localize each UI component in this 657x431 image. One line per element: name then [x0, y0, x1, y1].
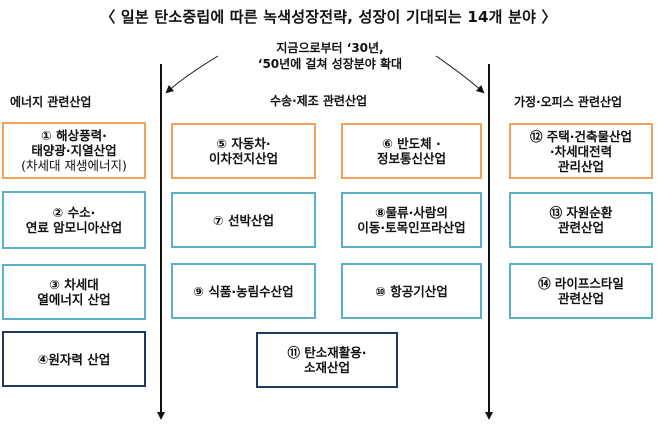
- column-header-transport: 수송·제조 관련산업: [270, 94, 368, 108]
- box-1-line-2: 태양광·지열산업: [31, 143, 117, 158]
- column-header-home: 가정·오피스 관련산업: [514, 95, 623, 109]
- box-8-line-2: 이동·토목인프라산업: [357, 220, 466, 235]
- industry-box-2: ② 수소· 연료 암모니아산업: [2, 191, 146, 249]
- box-2-line-1: ② 수소·: [52, 205, 96, 220]
- industry-box-3: ③ 차세대 열에너지 산업: [2, 264, 146, 320]
- industry-box-10: ⑩ 항공기산업: [341, 263, 482, 319]
- box-6-line-2: 정보통신산업: [376, 151, 446, 166]
- industry-box-8: ⑧물류·사람의 이동·토목인프라산업: [341, 192, 482, 248]
- industry-box-4: ④원자력 산업: [2, 331, 146, 387]
- column-header-energy: 에너지 관련산업: [10, 95, 92, 109]
- box-11-line-1: ⑪ 탄소재활용·: [287, 345, 367, 360]
- box-3-line-2: 열에너지 산업: [37, 292, 111, 307]
- box-3-line-1: ③ 차세대: [49, 277, 99, 292]
- diagram-title: 〈 일본 탄소중립에 따른 녹색성장전략, 성장이 기대되는 14개 분야 〉: [100, 8, 557, 26]
- box-9-line-1: ⑨ 식품·농림수산업: [193, 283, 294, 299]
- industry-box-7: ⑦ 선박산업: [171, 192, 316, 248]
- industry-box-9: ⑨ 식품·농림수산업: [171, 263, 316, 319]
- box-5-line-1: ⑤ 자동차·: [216, 136, 271, 151]
- expansion-note: 지금으로부터 ‘30년, ‘50년에 걸쳐 성장분야 확대: [220, 40, 440, 72]
- industry-box-5: ⑤ 자동차· 이차전지산업: [171, 123, 316, 179]
- box-5-line-2: 이차전지산업: [208, 151, 278, 166]
- box-14-line-2: 관련산업: [557, 291, 604, 306]
- box-12-line-2: ·차세대전력: [549, 143, 613, 159]
- box-10-line-1: ⑩ 항공기산업: [375, 283, 448, 299]
- column-dividers: [157, 55, 493, 420]
- box-11-line-2: 소재산업: [303, 360, 350, 375]
- industry-box-14: ⑭ 라이프스타일 관련산업: [509, 263, 653, 319]
- box-12-line-1: ⑫ 주택·건축물산업: [529, 128, 633, 144]
- box-2-line-2: 연료 암모니아산업: [25, 220, 123, 235]
- industry-box-6: ⑥ 반도체 · 정보통신산업: [341, 123, 482, 179]
- box-7-line-1: ⑦ 선박산업: [213, 212, 274, 228]
- box-4-line-1: ④원자력 산업: [37, 351, 111, 367]
- industry-box-1: ① 해상풍력· 태양광·지열산업 (차세대 재생에너지): [2, 122, 146, 179]
- note-line-2: ‘50년에 걸쳐 성장분야 확대: [257, 57, 403, 71]
- right-expansion-arrow: [435, 55, 485, 94]
- industry-box-13: ⑬ 자원순환 관련산업: [509, 192, 653, 248]
- left-expansion-arrow: [165, 55, 219, 94]
- industry-box-11: ⑪ 탄소재활용· 소재산업: [256, 332, 398, 388]
- box-12-line-3: 관리산업: [557, 158, 604, 174]
- box-1-subtitle: (차세대 재생에너지): [21, 158, 127, 173]
- box-8-line-1: ⑧물류·사람의: [375, 205, 448, 220]
- note-line-1: 지금으로부터 ‘30년,: [276, 41, 384, 55]
- industry-box-12: ⑫ 주택·건축물산업 ·차세대전력 관리산업: [509, 123, 653, 179]
- box-14-line-1: ⑭ 라이프스타일: [538, 276, 624, 291]
- box-13-line-2: 관련산업: [557, 220, 604, 235]
- box-6-line-1: ⑥ 반도체 ·: [382, 136, 441, 151]
- box-1-line-1: ① 해상풍력·: [41, 128, 107, 143]
- box-13-line-1: ⑬ 자원순환: [549, 205, 613, 220]
